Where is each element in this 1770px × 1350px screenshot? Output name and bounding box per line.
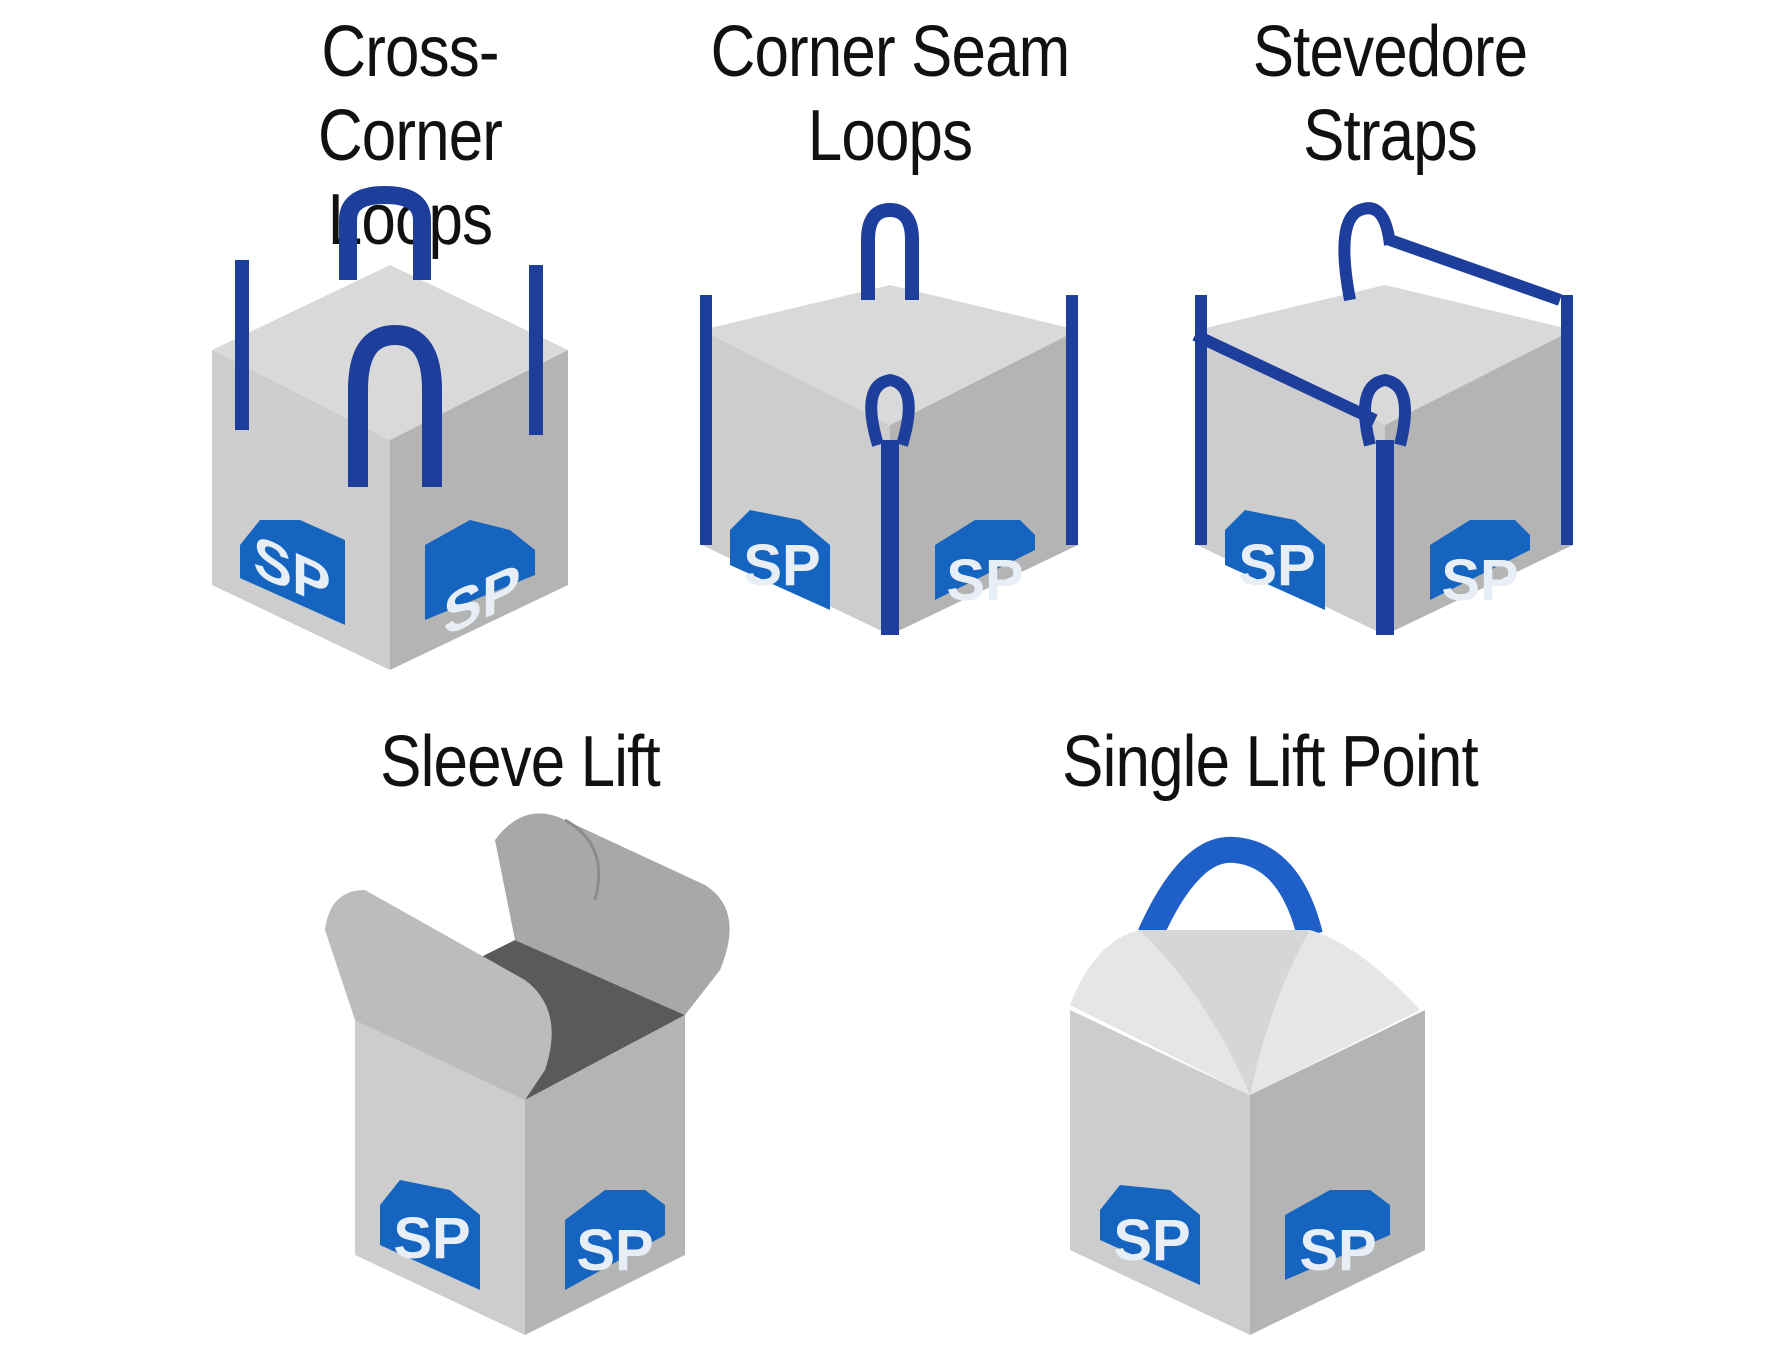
svg-text:SP: SP: [576, 1218, 653, 1283]
title-line: Corner Seam: [710, 12, 1071, 92]
bulk-bag-corner-seam-loops-icon: SP SP: [700, 202, 1078, 635]
title-corner-seam-loops: Corner Seam Loops: [709, 10, 1071, 178]
svg-text:SP: SP: [743, 533, 820, 598]
title-stevedore-straps: Stevedore Straps: [1209, 10, 1570, 178]
logo-left: SP: [1225, 510, 1325, 610]
title-line: Single Lift Point: [1062, 722, 1479, 802]
logo-left: SP: [1100, 1185, 1200, 1285]
svg-text:SP: SP: [1441, 548, 1518, 613]
logo-left: SP: [730, 510, 830, 610]
bulk-bag-sleeve-lift-icon: SP SP: [325, 813, 730, 1335]
svg-text:SP: SP: [1238, 533, 1315, 598]
svg-text:SP: SP: [946, 548, 1023, 613]
title-single-lift-point: Single Lift Point: [1038, 720, 1502, 804]
bulk-bag-stevedore-straps-icon: SP SP: [1192, 202, 1573, 635]
logo-right: SP: [565, 1190, 665, 1290]
logo-right: SP: [935, 520, 1035, 613]
title-line: Loops: [807, 96, 973, 176]
title-line: Straps: [1303, 96, 1478, 176]
logo-right: SP: [1285, 1190, 1390, 1283]
logo-left: SP: [380, 1180, 480, 1290]
title-line: Sleeve Lift: [380, 722, 661, 802]
bulk-bag-single-lift-point-icon: SP SP: [1070, 836, 1425, 1335]
svg-text:SP: SP: [1113, 1208, 1190, 1273]
logo-right: SP: [1430, 520, 1530, 613]
bulk-bag-cross-corner-loops-icon: SP SP: [212, 185, 568, 670]
svg-text:SP: SP: [1299, 1218, 1376, 1283]
svg-text:SP: SP: [393, 1206, 470, 1271]
title-line: Stevedore: [1252, 12, 1528, 92]
title-sleeve-lift: Sleeve Lift: [339, 720, 700, 804]
title-line: Cross-Corner: [317, 12, 503, 176]
